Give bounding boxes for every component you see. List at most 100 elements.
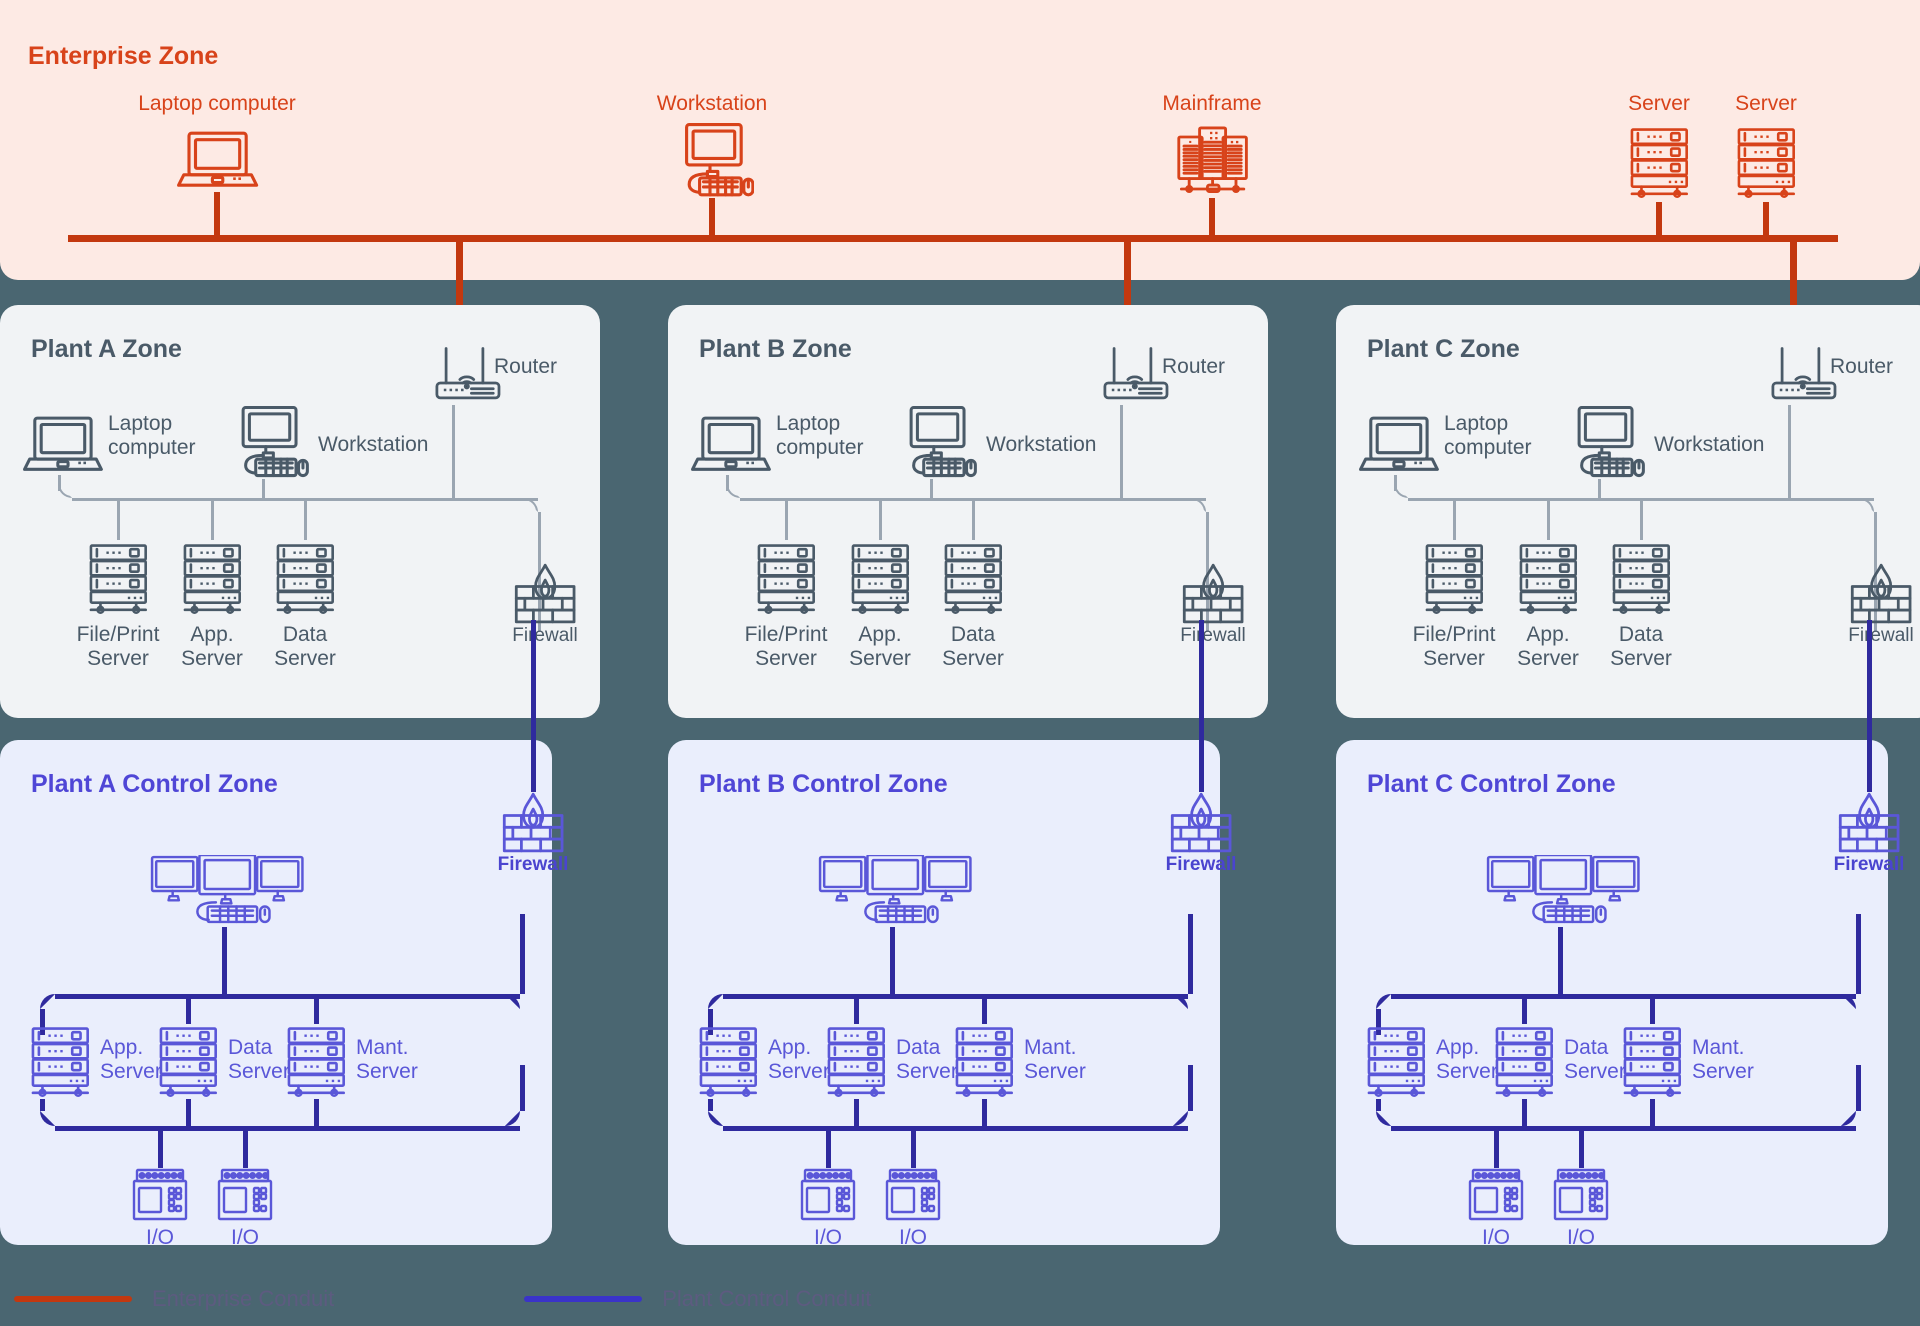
io-module-icon xyxy=(1552,1168,1610,1222)
plant-firewall-feed-1 xyxy=(1206,512,1209,632)
control-zone-panel-1 xyxy=(668,740,1220,1245)
server-icon xyxy=(1608,542,1674,616)
io-label-2-0: I/O xyxy=(1481,1226,1511,1249)
ctrl-bus1-left-drop-2 xyxy=(1376,1009,1381,1035)
ctrl-fw-down-0 xyxy=(520,914,525,994)
ctrl-server-drop-0-1 xyxy=(186,994,191,1024)
ctrl-bus1-left-corner-1 xyxy=(708,994,723,1009)
router-icon xyxy=(1098,345,1176,403)
ctrl-firewall-uplink-2 xyxy=(1867,620,1872,792)
workstation-icon xyxy=(1564,405,1645,479)
io-drop-2-0 xyxy=(1494,1126,1499,1168)
firewall-icon xyxy=(1168,792,1234,854)
plant-laptop-drop-2 xyxy=(1394,475,1397,491)
ctrl-bus2-2 xyxy=(1391,1126,1856,1131)
plant-server-drop-1-0 xyxy=(785,498,788,540)
ctrl-server-label-2-2: Mant.Server xyxy=(1692,1036,1754,1083)
enterprise-drop-2 xyxy=(1209,198,1215,235)
enterprise-bus-line xyxy=(68,235,1838,242)
hmi-drop-0 xyxy=(222,927,227,994)
plant-ws-drop-1 xyxy=(930,479,933,498)
plant-server-drop-2-1 xyxy=(1547,498,1550,540)
ctrl-bus2-left-corner-1 xyxy=(708,1111,723,1126)
ctrl-bus2-left-corner-2 xyxy=(1376,1111,1391,1126)
ctrl-fw-to-bus2-2 xyxy=(1856,1065,1861,1111)
laptop-icon xyxy=(1358,413,1440,475)
ctrl-server-label-0-2: Mant.Server xyxy=(356,1036,418,1083)
plant-firewall-label-2: Firewall xyxy=(1848,625,1914,646)
multi-monitor-workstation-icon xyxy=(1486,855,1641,927)
io-drop-0-0 xyxy=(158,1126,163,1168)
ctrl-server-lower-drop-1-1 xyxy=(854,1099,859,1126)
ctrl-bus1-0 xyxy=(55,994,520,999)
plant-server-drop-2-2 xyxy=(1640,498,1643,540)
io-label-0-1: I/O xyxy=(230,1226,260,1249)
plant-server-drop-2-0 xyxy=(1453,498,1456,540)
plant-zone-title-1: Plant B Zone xyxy=(699,335,852,363)
plant-zone-panel-2 xyxy=(1336,305,1920,718)
ctrl-server-lower-drop-0-1 xyxy=(186,1099,191,1126)
ctrl-fw-to-bus2-1 xyxy=(1188,1065,1193,1111)
io-label-2-1: I/O xyxy=(1566,1226,1596,1249)
enterprise-drop-1 xyxy=(709,198,715,235)
server-icon xyxy=(1733,126,1799,200)
mainframe-icon xyxy=(1171,124,1253,196)
ctrl-bus2-right-corner-0 xyxy=(505,1111,520,1126)
plant-zone-title-2: Plant C Zone xyxy=(1367,335,1520,363)
server-icon xyxy=(1421,542,1487,616)
server-icon xyxy=(179,542,245,616)
io-module-icon xyxy=(131,1168,189,1222)
enterprise-zone-title: Enterprise Zone xyxy=(28,42,219,70)
plant-zone-title-0: Plant A Zone xyxy=(31,335,182,363)
ctrl-bus2-right-corner-1 xyxy=(1173,1111,1188,1126)
ctrl-left-lower-riser-2 xyxy=(1376,1099,1381,1111)
ctrl-firewall-label-2: Firewall xyxy=(1833,854,1905,875)
io-module-icon xyxy=(799,1168,857,1222)
plant-workstation-label-2: Workstation xyxy=(1654,433,1765,456)
server-icon xyxy=(695,1025,761,1099)
ctrl-server-label-1-0: App.Server xyxy=(768,1036,830,1083)
router-icon xyxy=(430,345,508,403)
ctrl-bus1-right-corner-0 xyxy=(505,994,520,1009)
plant-server-label-1-1: App.Server xyxy=(849,623,911,670)
hmi-drop-1 xyxy=(890,927,895,994)
laptop-icon xyxy=(176,128,259,190)
plant-workstation-label-0: Workstation xyxy=(318,433,429,456)
control-zone-title-1: Plant B Control Zone xyxy=(699,770,948,798)
plant-laptop-drop-0 xyxy=(58,475,61,491)
firewall-icon xyxy=(1836,792,1902,854)
enterprise-drop-3 xyxy=(1656,202,1662,235)
ctrl-firewall-uplink-0 xyxy=(531,620,536,792)
io-label-1-0: I/O xyxy=(813,1226,843,1249)
ctrl-server-lower-drop-0-2 xyxy=(314,1099,319,1126)
hmi-drop-2 xyxy=(1558,927,1563,994)
ctrl-server-label-0-0: App.Server xyxy=(100,1036,162,1083)
plant-server-label-2-1: App.Server xyxy=(1517,623,1579,670)
plant-router-drop-0 xyxy=(452,405,455,498)
control-zone-title-0: Plant A Control Zone xyxy=(31,770,278,798)
plant-router-drop-1 xyxy=(1120,405,1123,498)
server-icon xyxy=(272,542,338,616)
ctrl-firewall-label-0: Firewall xyxy=(497,854,569,875)
ctrl-server-lower-drop-2-2 xyxy=(1650,1099,1655,1126)
workstation-icon xyxy=(896,405,977,479)
control-zone-panel-0 xyxy=(0,740,552,1245)
control-zone-title-2: Plant C Control Zone xyxy=(1367,770,1616,798)
ctrl-bus2-left-corner-0 xyxy=(40,1111,55,1126)
ctrl-bus2-right-corner-2 xyxy=(1841,1111,1856,1126)
io-drop-0-1 xyxy=(243,1126,248,1168)
server-icon xyxy=(1363,1025,1429,1099)
laptop-icon xyxy=(22,413,104,475)
ctrl-server-drop-1-2 xyxy=(982,994,987,1024)
ctrl-server-lower-drop-1-2 xyxy=(982,1099,987,1126)
legend-swatch-1 xyxy=(524,1296,643,1302)
plant-firewall-label-1: Firewall xyxy=(1180,625,1246,646)
ctrl-server-label-2-0: App.Server xyxy=(1436,1036,1498,1083)
